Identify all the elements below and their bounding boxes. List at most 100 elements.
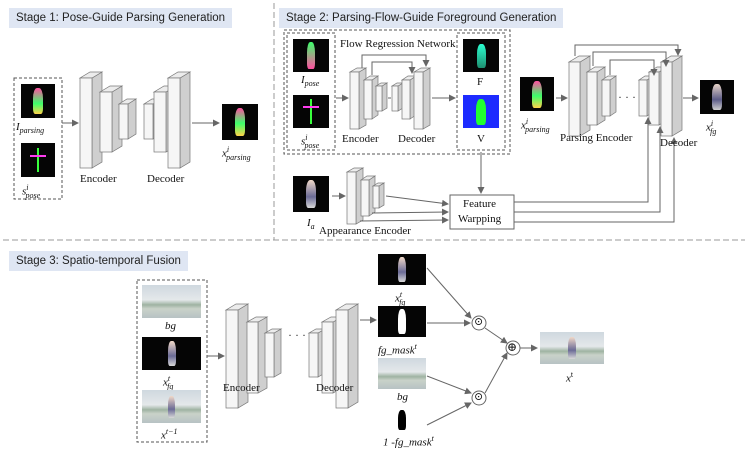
- s1-input-box: [13, 77, 63, 200]
- s2-flow-box: [456, 32, 506, 151]
- layer-block: [166, 71, 192, 169]
- s2-appearance-input-label: Ia: [307, 217, 315, 232]
- s2-input-box: [286, 32, 336, 151]
- s1-pose-input-label: sipose: [22, 183, 41, 200]
- arrow: [514, 126, 664, 213]
- s2-decoder: [637, 55, 684, 137]
- s2-parsing-encoder-label: Parsing Encoder: [560, 132, 633, 144]
- arrow: [385, 195, 449, 207]
- arrow: [426, 267, 472, 319]
- s2-pose-label: Ipose: [301, 74, 320, 89]
- s3-bg-output-image: [378, 358, 426, 389]
- s3-fg-input-label: xtfg: [163, 374, 174, 391]
- arrow: [484, 352, 508, 394]
- s3-prev-frame-image: [142, 390, 201, 423]
- feature-warping-box: [449, 194, 515, 230]
- s3-bg-input-image: [142, 285, 201, 318]
- arrow: [484, 327, 508, 344]
- s2-frn-encoder: [348, 67, 389, 130]
- s1-pose-input-image: [21, 143, 55, 177]
- s2-frn-encoder-label: Encoder: [342, 133, 379, 145]
- frn-title: Flow Regression Network: [340, 38, 456, 50]
- s2-foreground-output-image: [700, 80, 734, 114]
- odot-operator-top: [471, 315, 487, 331]
- feature-warping-label-1: Feature: [463, 198, 496, 210]
- oplus-symbol: ⊕: [507, 340, 518, 354]
- s3-final-output-label: xt: [566, 370, 574, 385]
- s2-parsing-input-label: xiparsing: [521, 117, 550, 134]
- s1-parsing-input-label: Iparsing: [16, 121, 45, 136]
- s1-encoder-label: Encoder: [80, 173, 117, 185]
- skip-connection: [361, 54, 430, 68]
- layer-block: [224, 303, 250, 409]
- s2-flow-f-image: [463, 39, 499, 72]
- skip-connection: [592, 51, 670, 67]
- s1-parsing-input-image: [21, 84, 55, 118]
- s2-pose-skeleton-label: sipose: [301, 133, 320, 150]
- s3-prev-frame-label: xt−1: [161, 427, 178, 442]
- stage1-title: Stage 1: Pose-Guide Parsing Generation: [9, 8, 233, 28]
- s3-fg-output-image: [378, 254, 426, 285]
- s1-parsing-output-image: [222, 104, 258, 140]
- s2-frn-box: [283, 29, 511, 155]
- s3-decoder-label: Decoder: [316, 382, 354, 394]
- s3-decoder: [307, 303, 360, 409]
- arrow: [514, 117, 652, 203]
- layer-block: [659, 55, 684, 137]
- odot-symbol-bottom: ⊙: [474, 391, 484, 403]
- odot-symbol-top: ⊙: [474, 316, 484, 328]
- s2-frn-decoder-label: Decoder: [398, 133, 436, 145]
- arrow: [426, 375, 472, 395]
- skip-connection: [574, 44, 682, 56]
- s2-pose-image: [293, 39, 329, 72]
- s2-decoder-label: Decoder: [660, 137, 698, 149]
- layer-block: [600, 75, 618, 117]
- s2-dots: · · ·: [618, 90, 636, 104]
- s3-fg-mask-image: [378, 306, 426, 337]
- layer-block: [117, 98, 138, 140]
- s2-parsing-encoder: [567, 55, 618, 137]
- s3-fg-mask-label: fg_maskt: [378, 342, 417, 357]
- arrow: [371, 208, 449, 216]
- s2-appearance-encoder-label: Appearance Encoder: [319, 225, 411, 237]
- s3-inverse-mask-image: [378, 408, 426, 432]
- layer-block: [345, 167, 365, 225]
- feature-warping-label-2: Warpping: [458, 213, 502, 225]
- s2-foreground-output-label: xifg: [706, 119, 717, 136]
- s1-parsing-output-label: xiparsing: [222, 145, 251, 162]
- s1-decoder-label: Decoder: [147, 173, 185, 185]
- layer-block: [374, 82, 389, 112]
- layer-block: [348, 67, 368, 130]
- s2-flow-v-label: V: [477, 133, 485, 145]
- s2-appearance-input-image: [293, 176, 329, 212]
- layer-block: [371, 182, 386, 209]
- s2-flow-f-label: F: [477, 76, 484, 88]
- s3-fg-output-label: xtfg: [395, 290, 406, 307]
- s3-final-output-image: [540, 332, 604, 364]
- layer-block: [334, 303, 360, 409]
- arrow: [359, 216, 449, 224]
- s3-inverse-mask-label: 1 -fg_maskt: [383, 434, 434, 449]
- arrow: [426, 402, 472, 426]
- stage3-title: Stage 3: Spatio-temporal Fusion: [9, 251, 188, 271]
- stage2-title: Stage 2: Parsing-Flow-Guide Foreground G…: [279, 8, 564, 28]
- s3-bg-input-label: bg: [165, 320, 176, 332]
- s2-pose-skeleton-image: [293, 95, 329, 128]
- s3-dots: · · ·: [288, 328, 306, 342]
- arrow: [514, 137, 678, 223]
- s3-bg-output-label: bg: [397, 391, 408, 403]
- layer-block: [78, 71, 104, 169]
- s3-input-box: [136, 279, 208, 443]
- s2-parsing-input-image: [520, 77, 554, 111]
- skip-connection: [371, 61, 416, 75]
- layer-block: [390, 82, 405, 112]
- s3-fg-input-image: [142, 337, 201, 370]
- s2-flow-v-image: [463, 95, 499, 128]
- layer-block: [263, 328, 283, 378]
- s2-frn-decoder: [390, 67, 432, 130]
- skip-connection: [609, 59, 658, 76]
- layer-block: [412, 67, 432, 130]
- s3-encoder-label: Encoder: [223, 382, 260, 394]
- odot-operator-bottom: [471, 390, 487, 406]
